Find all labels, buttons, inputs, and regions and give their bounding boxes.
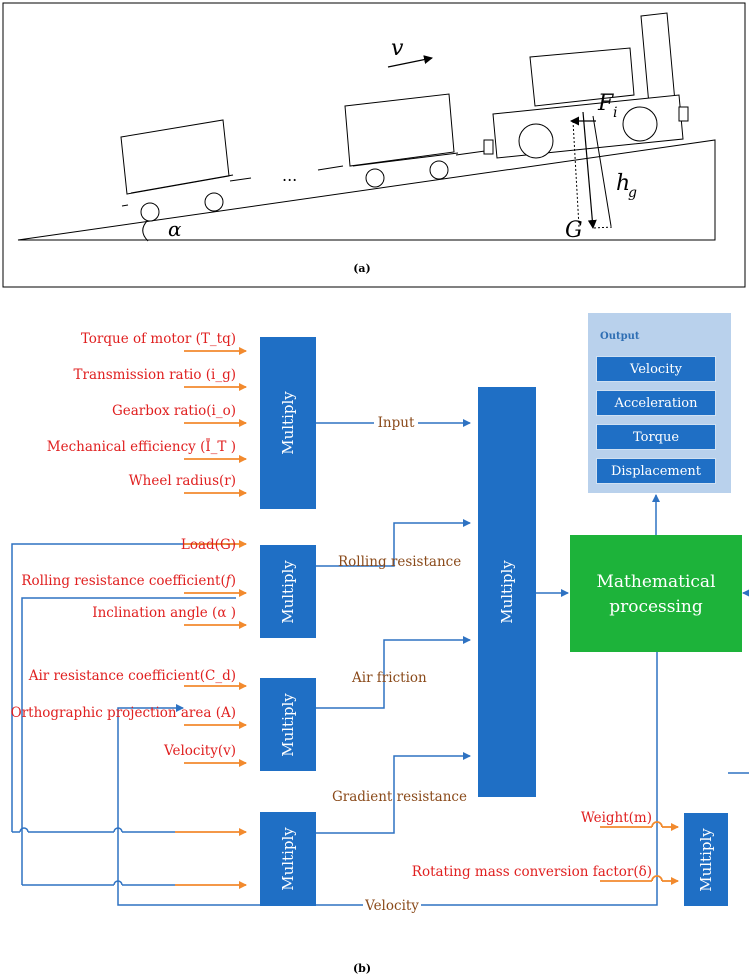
input-velocity: Velocity(v) <box>163 743 236 759</box>
edge-gradient <box>316 752 471 834</box>
angle-arc <box>142 219 149 242</box>
edge-air <box>316 636 471 709</box>
bus-load <box>11 543 236 832</box>
dashed-base <box>593 226 613 229</box>
edge-label-velocity: Velocity <box>364 898 419 914</box>
slope <box>17 139 716 241</box>
multiply-block-main <box>478 387 536 797</box>
multiply-label-3: Multiply <box>260 678 316 771</box>
height-subscript: g <box>628 185 637 201</box>
input-weight: Weight(m) <box>581 810 652 826</box>
output-item-acceleration: Acceleration <box>596 390 716 416</box>
input-load: Load(G) <box>181 537 236 553</box>
hop-3 <box>113 880 123 886</box>
edge-label-input: Input <box>378 415 415 431</box>
inertia-force-label: F <box>597 91 614 116</box>
input-projection-area: Orthographic projection area (A) <box>11 705 236 721</box>
coupling-1 <box>229 177 252 182</box>
multiply-label-main: Multiply <box>478 387 536 797</box>
input-mech-efficiency: Mechanical efficiency (Ī_T ) <box>47 439 236 455</box>
multiply-text-mass: Multiply <box>697 827 716 892</box>
multiply-label-2: Multiply <box>260 545 316 638</box>
processing-block <box>570 535 742 652</box>
multiply-label-4: Multiply <box>260 812 316 906</box>
multiply-block-1 <box>260 337 316 509</box>
caption-a: (a) <box>353 262 371 275</box>
velocity-symbol: v <box>391 36 404 61</box>
multiply-text-2: Multiply <box>279 559 298 624</box>
input-inclination: Inclination angle (α ) <box>92 605 236 621</box>
output-item-torque: Torque <box>596 424 716 450</box>
input-rolling-coef: Rolling resistance coefficient(f) <box>21 573 236 589</box>
wagon-left <box>120 119 234 222</box>
input-air-coef: Air resistance coefficient(C_d) <box>28 668 236 684</box>
bus-inclination <box>21 597 236 885</box>
input-rotating-factor: Rotating mass conversion factor(δ) <box>412 864 652 880</box>
processing-label-line1: Mathematical <box>597 572 716 592</box>
multiply-text-1: Multiply <box>279 391 298 455</box>
input-gearbox: Gearbox ratio(i_o) <box>112 403 236 419</box>
ellipsis: ... <box>282 166 297 185</box>
edge-label-air: Air friction <box>351 670 427 686</box>
angle-symbol: α <box>168 217 182 241</box>
input-torque: Torque of motor (T_tq) <box>81 331 236 347</box>
input-transmission: Transmission ratio (i_g) <box>74 367 236 383</box>
edge-rolling <box>316 519 471 567</box>
multiply-label-mass: Multiply <box>684 813 728 906</box>
hop-2 <box>113 827 123 833</box>
multiply-block-mass <box>684 813 728 906</box>
multiply-block-4 <box>260 812 316 906</box>
caption-b: (b) <box>353 962 371 975</box>
multiply-text-3: Multiply <box>279 692 298 757</box>
edge-velocity-bg <box>363 897 421 914</box>
multiply-block-2 <box>260 545 316 638</box>
gravity-label: G <box>565 218 583 243</box>
dashed-vertical <box>572 120 580 228</box>
coupling-3 <box>455 150 486 156</box>
edge-input-bg <box>374 414 418 431</box>
inertia-subscript: i <box>613 105 617 121</box>
panel-a: v ... α F i h g G (a) <box>2 2 746 288</box>
arrow-rotating-hop <box>651 875 663 882</box>
locomotive <box>483 12 689 159</box>
edge-velocity-feedback <box>117 652 658 906</box>
edge-label-rolling: Rolling resistance <box>338 554 461 570</box>
multiply-text-4: Multiply <box>279 827 298 891</box>
height-label: h <box>616 171 630 196</box>
gravity-arrow <box>582 111 597 229</box>
coupling-2 <box>317 165 344 171</box>
processing-label-line2: processing <box>609 597 703 617</box>
arrow-weight-hop <box>651 821 663 828</box>
output-item-velocity: Velocity <box>596 356 716 382</box>
panel-b: Torque of motor (T_tq) Transmission rati… <box>11 313 749 975</box>
hop-1 <box>19 827 29 833</box>
multiply-label-1: Multiply <box>260 337 316 509</box>
input-wheel-radius: Wheel radius(r) <box>129 473 236 489</box>
edge-label-gradient: Gradient resistance <box>332 789 467 805</box>
output-item-displacement: Displacement <box>596 458 716 484</box>
multiply-text-main: Multiply <box>498 560 517 624</box>
multiply-block-3 <box>260 678 316 771</box>
velocity-arrow <box>387 55 433 68</box>
height-line <box>592 115 612 227</box>
output-title: Output <box>600 331 640 342</box>
wagon-middle <box>344 93 459 188</box>
